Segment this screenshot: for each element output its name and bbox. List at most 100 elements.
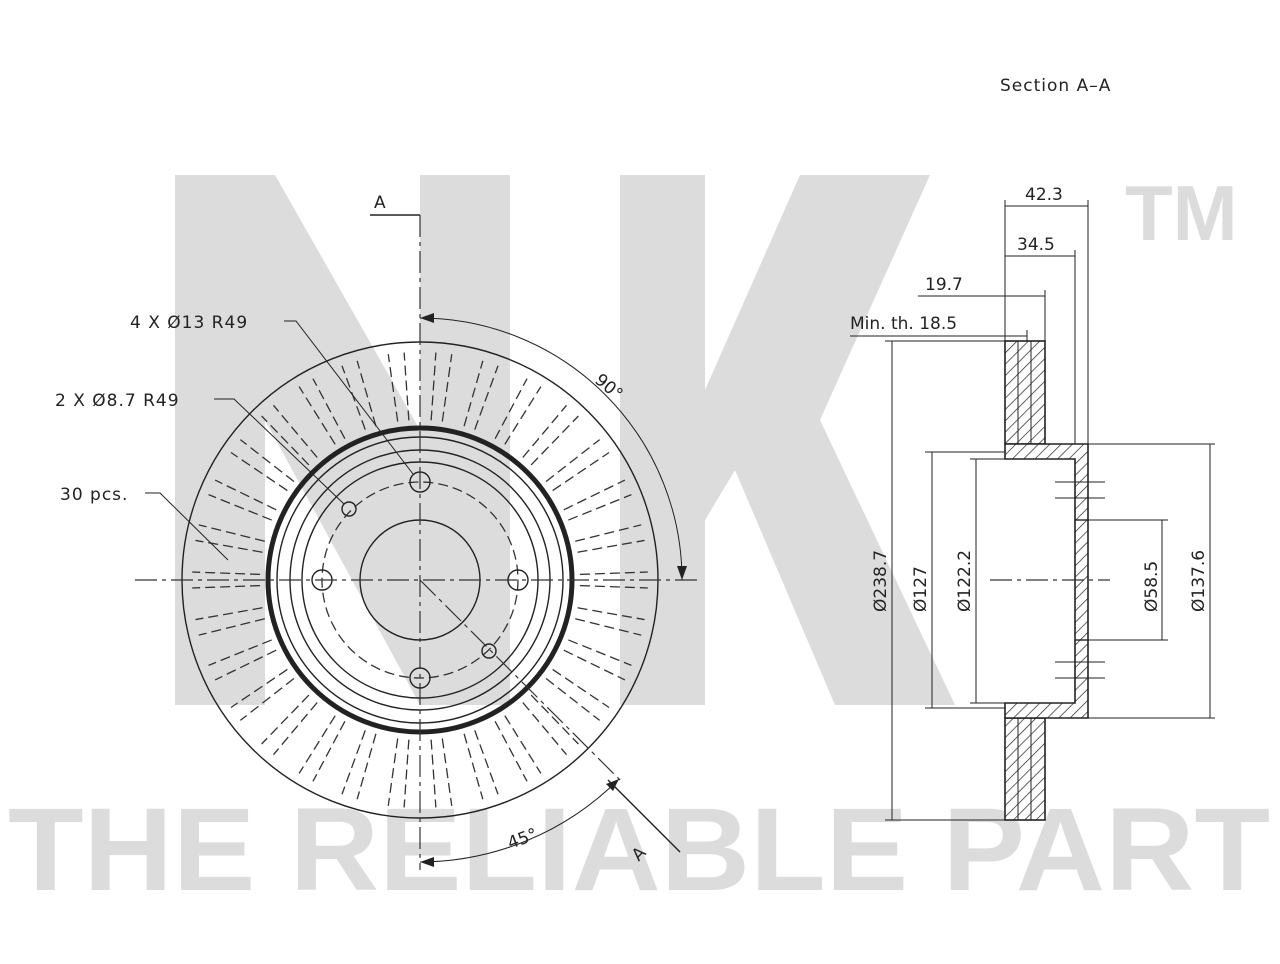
- vane-edge: [474, 365, 499, 430]
- section-diameter-dimensions: Ø238.7 Ø127 Ø122.2 Ø58.5 Ø137.6: [871, 340, 1215, 821]
- vane-edge: [261, 415, 310, 466]
- dim-hat-height: 34.5: [1017, 235, 1055, 255]
- vane-edge: [463, 733, 484, 800]
- ventilation-vanes: [192, 352, 648, 808]
- dia-center-bore: Ø58.5: [1142, 561, 1162, 612]
- vane-edge: [192, 571, 261, 576]
- vane-edge: [214, 479, 277, 511]
- vane-edge: [208, 494, 272, 521]
- vane-edge: [198, 524, 265, 542]
- vane-edge: [530, 694, 579, 745]
- leader-pin-holes: [214, 398, 345, 505]
- vane-edge: [463, 360, 484, 427]
- vane-edge: [261, 694, 310, 745]
- vane-edge: [272, 702, 318, 756]
- leader-bolt-holes: [284, 320, 414, 475]
- vane-edge: [568, 494, 632, 521]
- vane-edge: [387, 354, 399, 422]
- vane-edge: [530, 415, 579, 466]
- vane-edge: [341, 365, 366, 430]
- vane-edge: [441, 738, 453, 806]
- section-cut-line: [419, 579, 623, 783]
- vane-edge: [563, 479, 626, 511]
- watermark-logo: TM THE RELIABLE PART: [8, 169, 1270, 916]
- section-marker-bottom-line: [607, 779, 681, 853]
- vane-edge: [522, 404, 568, 458]
- vane-edge: [522, 702, 568, 756]
- vane-edge: [545, 678, 601, 721]
- vane-edge: [430, 739, 437, 808]
- callout-bolt-holes: 4 X Ø13 R49: [130, 313, 248, 333]
- vane-edge: [356, 360, 377, 427]
- section-title: Section A–A: [1000, 76, 1111, 96]
- vane-edge: [575, 618, 642, 636]
- vane-edge: [272, 404, 318, 458]
- vane-edge: [195, 539, 263, 553]
- callout-vanes: 30 pcs.: [60, 485, 128, 505]
- vane-edge: [474, 730, 499, 795]
- watermark-tagline: THE RELIABLE PART: [8, 784, 1270, 916]
- dim-thickness: 19.7: [925, 275, 963, 295]
- hat-section: [1004, 443, 1089, 719]
- vane-edge: [298, 715, 336, 774]
- vane-edge: [494, 378, 528, 440]
- section-view: Section A–A: [850, 76, 1215, 821]
- vane-edge: [239, 439, 295, 482]
- vane-edge: [575, 524, 642, 542]
- vane-edge: [208, 639, 272, 666]
- vane-edge: [563, 649, 626, 681]
- dia-hat-inner: Ø122.2: [955, 550, 975, 612]
- vane-edge: [504, 715, 542, 774]
- vane-edge: [430, 352, 437, 421]
- vane-edge: [298, 386, 336, 445]
- vane-edge: [312, 378, 346, 440]
- angle-arc-45: [419, 778, 620, 863]
- dim-overall-height: 42.3: [1025, 185, 1063, 205]
- pin-hole-upper-left: [341, 501, 357, 517]
- vane-edge: [387, 738, 399, 806]
- vane-edge: [504, 386, 542, 445]
- vane-edge: [494, 720, 528, 782]
- angle-arc-45-arrow-start: [420, 857, 434, 867]
- friction-ring-bottom: [1004, 717, 1046, 821]
- vane-edge: [230, 668, 288, 709]
- section-top-dimensions: 42.3 34.5 19.7 Min. th. 18.5: [850, 185, 1089, 444]
- angle-arc-90-arrow-start: [420, 313, 434, 323]
- section-marker-top: A: [374, 193, 386, 213]
- section-outline: [990, 340, 1110, 821]
- angle-arc-90: [419, 317, 683, 581]
- vane-edge: [198, 618, 265, 636]
- callout-pin-holes: 2 X Ø8.7 R49: [55, 391, 180, 411]
- vane-edge: [579, 584, 648, 589]
- dia-hat-outer: Ø137.6: [1189, 550, 1209, 612]
- vane-edge: [239, 678, 295, 721]
- vane-edge: [552, 668, 610, 709]
- vane-edge: [577, 607, 645, 621]
- vane-edge: [214, 649, 277, 681]
- vane-edge: [312, 720, 346, 782]
- vane-edge: [230, 451, 288, 492]
- watermark-k-letter: [620, 175, 955, 705]
- vane-edge: [195, 607, 263, 621]
- watermark-trademark: TM: [1125, 169, 1238, 257]
- angle-arc-90-arrow-end: [677, 566, 687, 580]
- vane-edge: [545, 439, 601, 482]
- vane-edge: [552, 451, 610, 492]
- watermark-n-letter: [175, 175, 510, 705]
- vane-edge: [192, 584, 261, 589]
- front-view: A A 90° 45° 4 X Ø13 R49 2 X Ø8.7 R49 30 …: [55, 193, 700, 870]
- angle-arc-45-arrow-end: [606, 779, 619, 791]
- vane-edge: [577, 539, 645, 553]
- pin-hole-lower-right: [481, 643, 497, 659]
- vane-edge: [356, 733, 377, 800]
- vane-edge: [441, 354, 453, 422]
- vane-edge: [568, 639, 632, 666]
- vane-edge: [579, 571, 648, 576]
- dia-hat: Ø127: [911, 566, 931, 612]
- vane-edge: [403, 352, 410, 421]
- friction-ring-top: [1004, 340, 1046, 445]
- leader-vanes: [145, 492, 229, 561]
- vane-edge: [341, 730, 366, 795]
